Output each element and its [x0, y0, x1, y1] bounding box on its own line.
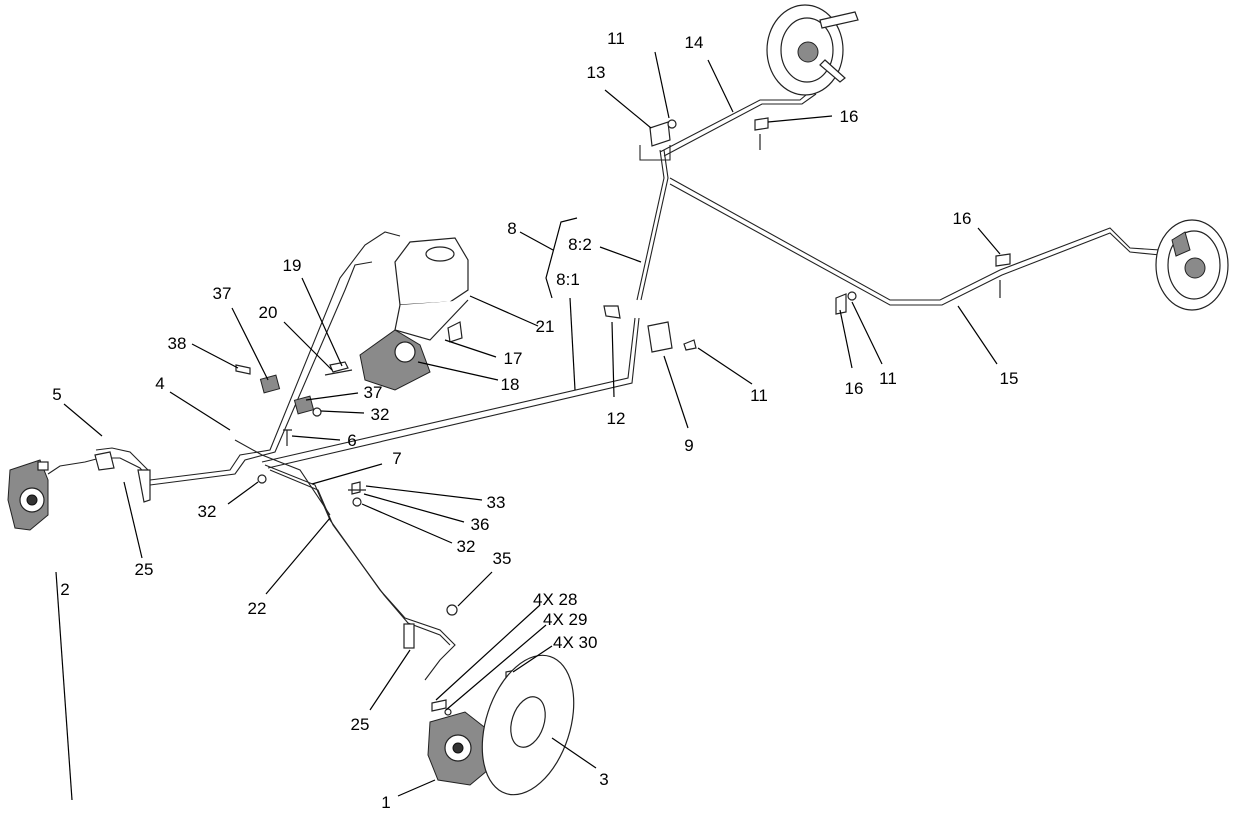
- left-caliper: [7, 459, 49, 531]
- clamp-lower: [293, 395, 315, 415]
- bolt-28: [431, 699, 447, 712]
- label-32-mid: 32: [457, 537, 476, 556]
- fitting-35: [446, 604, 458, 616]
- master-cylinder: [359, 237, 469, 391]
- clip-16-top: [754, 117, 769, 131]
- brake-rotor: [481, 654, 575, 796]
- nut-32-mid: [352, 497, 362, 507]
- tee-fitting-13: [649, 121, 671, 147]
- label-5: 5: [52, 385, 61, 404]
- label-7: 7: [392, 449, 401, 468]
- nut-32-left: [257, 474, 267, 484]
- leader-lines: [55, 51, 1001, 801]
- push-rod: [329, 361, 349, 373]
- clip-16-right: [995, 253, 1011, 267]
- bolt-33: [351, 481, 361, 495]
- left-bracket: [137, 469, 151, 503]
- label-21: 21: [536, 317, 555, 336]
- label-25-left: 25: [135, 560, 154, 579]
- label-13: 13: [587, 63, 606, 82]
- line-7: [234, 439, 331, 516]
- nut-32-upper: [312, 407, 322, 417]
- bracket-12: [603, 305, 621, 319]
- label-32-upper: 32: [371, 405, 390, 424]
- left-hose: [94, 451, 115, 471]
- label-8: 8: [507, 219, 516, 238]
- line-22: [264, 464, 456, 681]
- clip-16-mid: [835, 293, 847, 315]
- clamp-upper: [259, 374, 281, 394]
- label-11-right: 11: [750, 386, 768, 405]
- line-22-parallel: [269, 469, 451, 646]
- bolt-11-bracket9: [683, 339, 697, 351]
- line-14-parallel: [663, 93, 817, 157]
- line-8-1-parallel: [267, 317, 640, 469]
- label-9: 9: [684, 436, 693, 455]
- front-caliper: [427, 711, 489, 786]
- label-1: 1: [381, 793, 390, 812]
- label-8-2: 8:2: [568, 235, 592, 254]
- label-6: 6: [347, 431, 356, 450]
- label-12: 12: [607, 409, 626, 428]
- line-5-b: [95, 447, 149, 471]
- line-8-2: [636, 149, 665, 301]
- label-22: 22: [248, 599, 267, 618]
- line-8-2-parallel: [640, 149, 669, 301]
- label-8-1: 8:1: [556, 270, 580, 289]
- clevis-pin: [324, 369, 353, 376]
- brake-lines: [47, 89, 1161, 681]
- label-19: 19: [283, 256, 302, 275]
- label-38: 38: [168, 334, 187, 353]
- line-8-1: [261, 317, 636, 463]
- label-4x28: 4X 28: [533, 590, 577, 609]
- bolt-11-top: [667, 119, 677, 129]
- rear-drum-right: [1155, 219, 1229, 311]
- line-14: [659, 89, 813, 153]
- label-11-mid: 11: [879, 369, 897, 388]
- label-36: 36: [471, 515, 490, 534]
- label-2: 2: [60, 580, 69, 599]
- label-17: 17: [504, 349, 523, 368]
- label-32-left: 32: [198, 502, 217, 521]
- parts: [7, 4, 1229, 796]
- callout-labels: 1 2 3 4 5 6 7 8 8:1 8:2 9 11 11 11 12 13…: [52, 29, 1018, 812]
- label-20: 20: [259, 303, 278, 322]
- label-4x30: 4X 30: [553, 633, 597, 652]
- line-15: [669, 177, 1161, 301]
- rear-drum-top: [766, 4, 859, 96]
- label-33: 33: [487, 493, 506, 512]
- label-16-mid: 16: [845, 379, 864, 398]
- label-37-bottom: 37: [364, 383, 383, 402]
- label-15: 15: [1000, 369, 1019, 388]
- label-16-top: 16: [840, 107, 859, 126]
- label-25-bottom: 25: [351, 715, 370, 734]
- line-4: [149, 231, 401, 481]
- bracket-9: [647, 321, 673, 353]
- label-35: 35: [493, 549, 512, 568]
- bracket-25: [403, 623, 415, 649]
- label-3: 3: [599, 770, 608, 789]
- line-15-parallel: [669, 183, 1161, 306]
- label-4: 4: [155, 374, 164, 393]
- label-16-right: 16: [953, 209, 972, 228]
- bolt-11-mid: [847, 291, 857, 301]
- label-11-top: 11: [607, 29, 625, 48]
- label-14: 14: [685, 33, 704, 52]
- washer-29: [444, 708, 452, 716]
- bolt-6: [283, 429, 292, 446]
- tee-loop: [639, 145, 671, 161]
- label-18: 18: [501, 375, 520, 394]
- label-4x29: 4X 29: [543, 610, 587, 629]
- label-37-top: 37: [213, 284, 232, 303]
- line-4-parallel: [149, 261, 373, 486]
- bolt-38: [235, 364, 251, 375]
